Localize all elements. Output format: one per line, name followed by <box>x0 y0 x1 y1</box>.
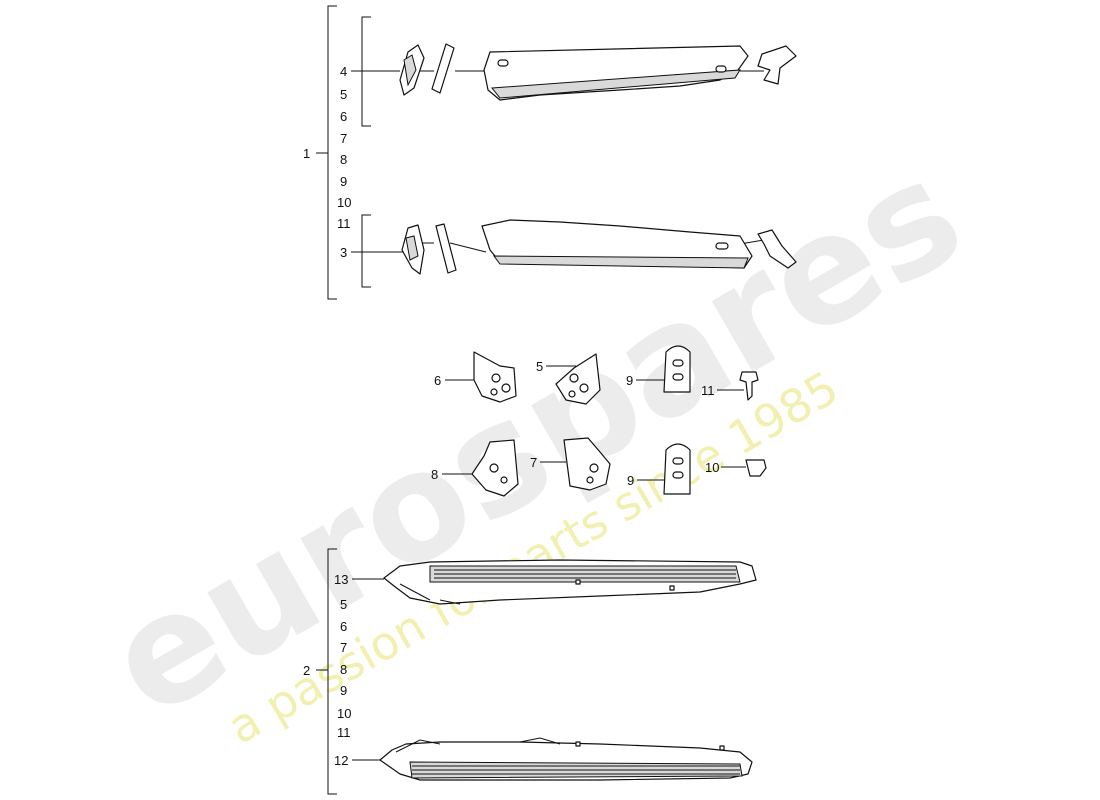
callout-9: 9 <box>340 174 347 189</box>
upper-rail-assembly <box>399 43 797 101</box>
callout-bracket-10: 10 <box>705 460 719 475</box>
callout-g2-5: 5 <box>340 597 347 612</box>
sill-13 <box>383 559 757 605</box>
callout-3: 3 <box>340 245 347 260</box>
callout-5: 5 <box>340 87 347 102</box>
callout-bracket-5: 5 <box>536 359 543 374</box>
callout-g2-6: 6 <box>340 619 347 634</box>
callout-4: 4 <box>340 64 347 79</box>
callout-6: 6 <box>340 109 347 124</box>
callout-1: 1 <box>303 146 310 161</box>
group-1-callouts: 1 4 5 6 7 8 9 10 11 3 <box>303 5 765 300</box>
callout-g2-8: 8 <box>340 662 347 677</box>
callout-bracket-8: 8 <box>431 467 438 482</box>
callout-g2-11: 11 <box>337 725 351 740</box>
lower-seal-strip <box>435 223 457 274</box>
callout-2: 2 <box>303 663 310 678</box>
bolt-11 <box>739 371 759 401</box>
callout-12: 12 <box>334 753 348 768</box>
clip-10 <box>745 459 767 477</box>
lower-rail-assembly <box>401 219 797 275</box>
callout-11: 11 <box>337 216 351 231</box>
callout-13: 13 <box>334 572 348 587</box>
callout-g2-10: 10 <box>337 706 351 721</box>
bracket-9b <box>663 443 691 495</box>
group-2-callouts: 2 13 5 6 7 8 9 10 11 12 <box>303 548 384 795</box>
callout-bracket-11: 11 <box>701 383 715 398</box>
callout-bracket-7: 7 <box>530 455 537 470</box>
watermark-brand: eurospares <box>81 126 989 751</box>
callout-bracket-9a: 9 <box>626 373 633 388</box>
callout-g2-9: 9 <box>340 683 347 698</box>
bracket-7 <box>563 437 611 491</box>
callout-10: 10 <box>337 195 351 210</box>
lower-end-cap-right <box>757 229 797 269</box>
callout-bracket-6: 6 <box>434 373 441 388</box>
callout-7: 7 <box>340 131 347 146</box>
brackets-row-1: 6 5 9 11 <box>434 345 759 405</box>
brackets-row-2: 8 7 9 10 <box>431 437 767 497</box>
callout-bracket-9b: 9 <box>627 473 634 488</box>
sill-12 <box>379 737 753 781</box>
callout-g2-7: 7 <box>340 640 347 655</box>
callout-8: 8 <box>340 152 347 167</box>
upper-end-cap-right <box>757 45 797 85</box>
bracket-9a <box>663 345 691 393</box>
upper-seal-strip <box>431 43 455 94</box>
